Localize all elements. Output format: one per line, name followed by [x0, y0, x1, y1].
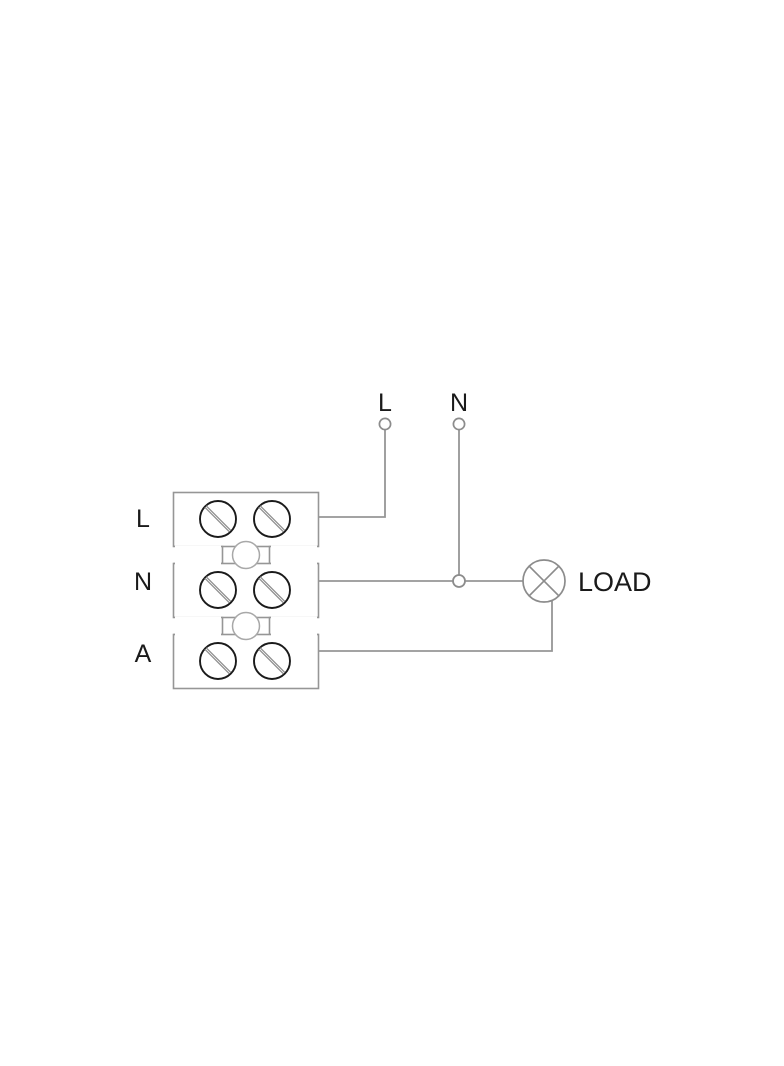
- terminal-row-auxiliary-body: [172, 633, 320, 690]
- wire-a-row-to-load[interactable]: [318, 601, 553, 652]
- seam-mask-1l: [175, 545, 221, 549]
- screw-auxiliary-right[interactable]: [253, 642, 291, 680]
- row-label-neutral: N: [134, 568, 152, 596]
- supply-label-neutral: N: [450, 389, 468, 417]
- screw-auxiliary-left[interactable]: [199, 642, 237, 680]
- screw-live-right[interactable]: [253, 500, 291, 538]
- terminal-block: [172, 491, 320, 690]
- mounting-hole-lower: [231, 611, 261, 641]
- neutral-junction-dot: [452, 574, 466, 588]
- load-label: LOAD: [578, 567, 652, 597]
- terminal-strap-right-1: [268, 545, 319, 565]
- mounting-hole-upper: [231, 540, 261, 570]
- terminal-strap-left-1: [173, 545, 224, 565]
- seam-mask-4r: [271, 633, 317, 636]
- terminal-row-neutral-body: [172, 562, 320, 619]
- wire-layer: [318, 430, 553, 652]
- terminal-strap-right-2: [268, 616, 319, 636]
- screw-neutral-right[interactable]: [253, 571, 291, 609]
- seam-mask-3r: [271, 616, 317, 620]
- terminal-strap-left-2: [173, 616, 224, 636]
- supply-label-live: L: [378, 389, 392, 417]
- seam-mask-2l: [175, 562, 221, 565]
- row-label-auxiliary: A: [135, 640, 152, 668]
- supply-terminal-neutral-node[interactable]: [452, 417, 466, 431]
- screw-live-left[interactable]: [199, 500, 237, 538]
- lamp-cross-line-b: [528, 565, 560, 597]
- seam-mask-1r: [271, 545, 317, 549]
- screw-neutral-left[interactable]: [199, 571, 237, 609]
- supply-terminal-live-node[interactable]: [378, 417, 392, 431]
- seam-mask-2r: [271, 562, 317, 565]
- seam-mask-3l: [175, 616, 221, 620]
- wire-l-row-to-supply-l[interactable]: [318, 430, 386, 518]
- terminal-row-live-body: [172, 491, 320, 548]
- load-lamp-symbol[interactable]: [522, 559, 566, 603]
- row-label-live: L: [136, 505, 150, 533]
- seam-mask-4l: [175, 633, 221, 636]
